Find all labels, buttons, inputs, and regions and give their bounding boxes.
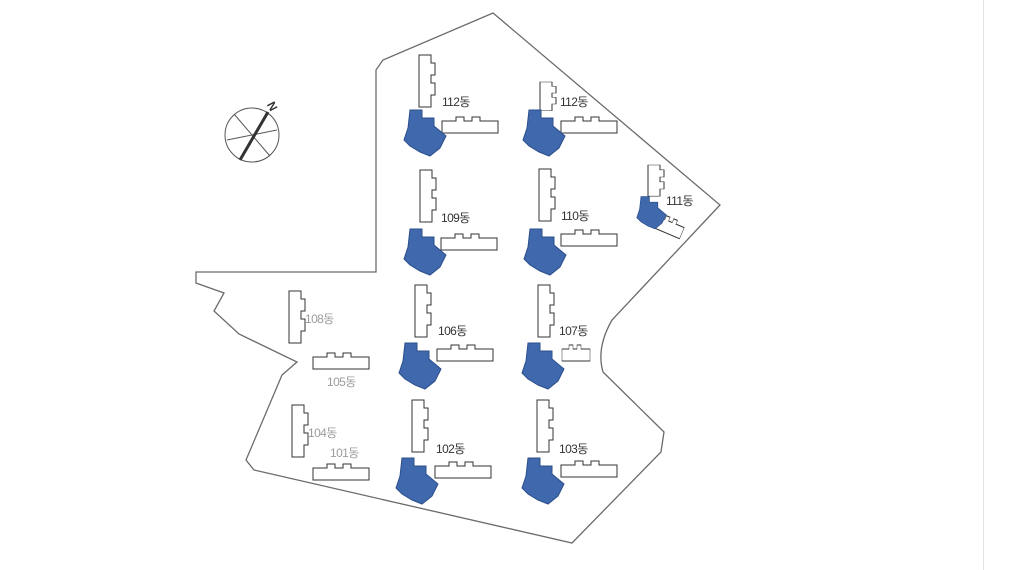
- building-101-label: 101동: [330, 446, 359, 460]
- building-105-label: 105동: [327, 375, 356, 389]
- building-112b[interactable]: 112동: [522, 81, 618, 157]
- building-106-label: 106동: [438, 324, 467, 338]
- buildings-layer: 112동 112동 109동 110동 111동 108동 106동 107동 105동 104동…: [288, 54, 694, 505]
- compass: N: [224, 99, 280, 163]
- building-112a-label: 112동: [442, 95, 470, 109]
- building-106[interactable]: 106동: [398, 284, 494, 390]
- building-110-label: 110동: [561, 209, 589, 223]
- building-101[interactable]: 101동: [312, 446, 370, 481]
- building-109-label: 109동: [441, 211, 470, 225]
- building-102-label: 102동: [436, 442, 465, 456]
- building-105[interactable]: 105동: [312, 352, 370, 389]
- building-103[interactable]: 103동: [521, 399, 618, 505]
- site-boundary: [195, 12, 721, 544]
- building-112b-label: 112동: [560, 95, 588, 109]
- building-110[interactable]: 110동: [523, 168, 618, 276]
- compass-north-label: N: [264, 99, 280, 113]
- building-103-label: 103동: [559, 442, 588, 456]
- building-108-label: 108동: [305, 312, 334, 326]
- building-102[interactable]: 102동: [395, 399, 492, 505]
- right-divider: [983, 0, 984, 570]
- building-109[interactable]: 109동: [403, 169, 498, 276]
- building-111[interactable]: 111동: [636, 164, 694, 240]
- building-111-label: 111동: [666, 194, 693, 208]
- building-108[interactable]: 108동: [288, 290, 335, 344]
- building-107[interactable]: 107동: [521, 284, 591, 390]
- building-112a[interactable]: 112동: [403, 54, 499, 157]
- building-104-label: 104동: [308, 426, 337, 440]
- building-104[interactable]: 104동: [291, 404, 338, 458]
- building-107-label: 107동: [559, 324, 588, 338]
